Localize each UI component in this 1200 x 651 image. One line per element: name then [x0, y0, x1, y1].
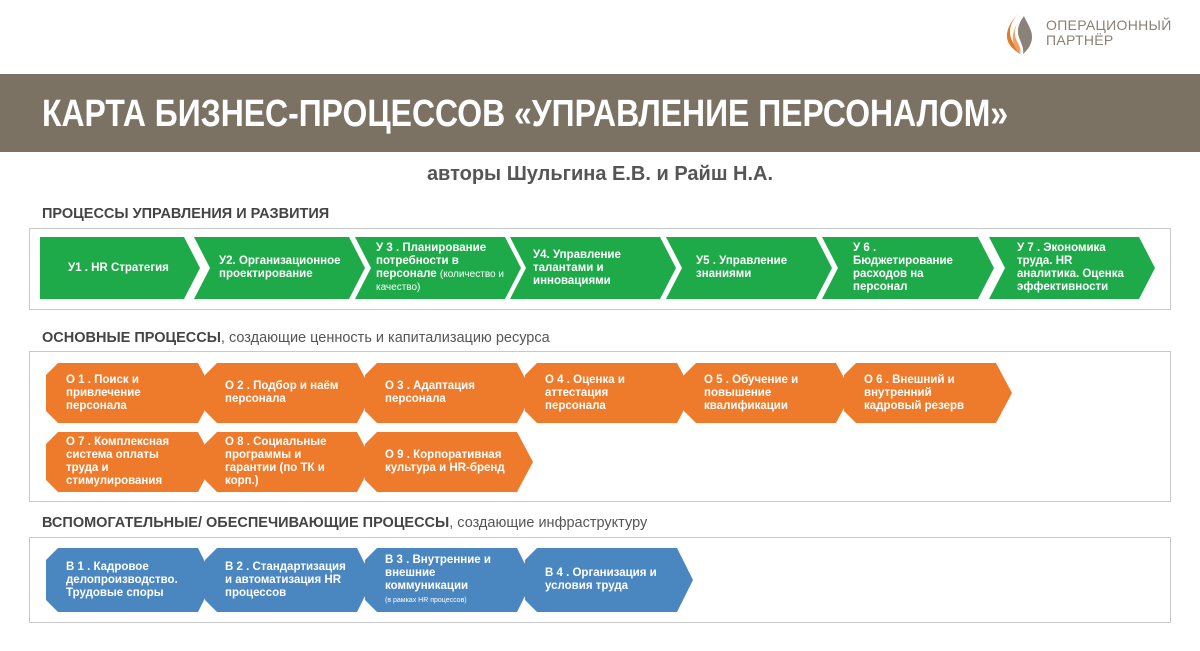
- process-o3[interactable]: О 3 . Адаптация персонала: [365, 363, 533, 423]
- logo-text-line2: ПАРТНЁР: [1046, 32, 1114, 48]
- process-o7[interactable]: О 7 . Комплексная система оплаты труда и…: [46, 432, 214, 492]
- process-o6[interactable]: О 6 . Внешний и внутренний кадровый резе…: [844, 363, 1012, 423]
- process-v2[interactable]: В 2 . Стандартизация и автоматизация HR …: [205, 548, 373, 612]
- process-o2[interactable]: О 2 . Подбор и наём персонала: [205, 363, 373, 423]
- process-u5[interactable]: У5 . Управление знаниями: [666, 237, 832, 299]
- flame-logo-icon: [1006, 12, 1033, 54]
- process-v3-note: (в рамках HR процессов): [385, 597, 467, 604]
- section-label-core: ОСНОВНЫЕ ПРОЦЕССЫ, создающие ценность и …: [42, 329, 550, 347]
- process-o8[interactable]: О 8 . Социальные программы и гарантии (п…: [205, 432, 373, 492]
- process-u2[interactable]: У2. Организационное проектирование: [194, 237, 365, 299]
- process-v4[interactable]: В 4 . Организация и условия труда: [525, 548, 693, 612]
- process-u6[interactable]: У 6 . Бюджетирование расходов на персона…: [822, 237, 994, 299]
- company-logo: ОПЕРАЦИОННЫЙ ПАРТНЁР: [1002, 8, 1192, 58]
- logo-text-line1: ОПЕРАЦИОННЫЙ: [1046, 17, 1172, 33]
- section-title-core: ОСНОВНЫЕ ПРОЦЕССЫ: [42, 330, 221, 346]
- process-u1[interactable]: У1 . HR Стратегия: [40, 237, 200, 299]
- process-v1[interactable]: В 1 . Кадровое делопроизводство. Трудовы…: [46, 548, 214, 612]
- process-o5[interactable]: О 5 . Обучение и повышение квалификации: [684, 363, 852, 423]
- section-suffix-core: , создающие ценность и капитализацию рес…: [220, 330, 550, 346]
- page-title: КАРТА БИЗНЕС-ПРОЦЕССОВ «УПРАВЛЕНИЕ ПЕРСО…: [42, 93, 1009, 135]
- process-v3[interactable]: В 3 . Внутренние и внешние коммуникации(…: [365, 548, 533, 612]
- section-suffix-support: , создающие инфраструктуру: [449, 515, 648, 531]
- authors: авторы Шульгина Е.В. и Райш Н.А.: [426, 163, 774, 185]
- process-u3-note: (количество и качество): [376, 269, 504, 293]
- section-title-support: ВСПОМОГАТЕЛЬНЫЕ/ ОБЕСПЕЧИВАЮЩИЕ ПРОЦЕССЫ: [42, 515, 450, 531]
- section-label-management: ПРОЦЕССЫ УПРАВЛЕНИЯ И РАЗВИТИЯ: [42, 205, 329, 223]
- process-o1[interactable]: О 1 . Поиск и привлечение персонала: [46, 363, 214, 423]
- process-u4[interactable]: У4. Управление талантами и инновациями: [510, 237, 676, 299]
- process-o4[interactable]: О 4 . Оценка и аттестация персонала: [525, 363, 693, 423]
- process-o9[interactable]: О 9 . Корпоративная культура и HR-бренд: [365, 432, 533, 492]
- section-label-support: ВСПОМОГАТЕЛЬНЫЕ/ ОБЕСПЕЧИВАЮЩИЕ ПРОЦЕССЫ…: [42, 514, 647, 532]
- section-title-management: ПРОЦЕССЫ УПРАВЛЕНИЯ И РАЗВИТИЯ: [42, 206, 330, 222]
- process-u7[interactable]: У 7 . Экономика труда. HR аналитика. Оце…: [989, 237, 1155, 299]
- title-band: [0, 74, 1200, 152]
- process-u3[interactable]: У 3 . Планирование потребности в персона…: [355, 237, 521, 299]
